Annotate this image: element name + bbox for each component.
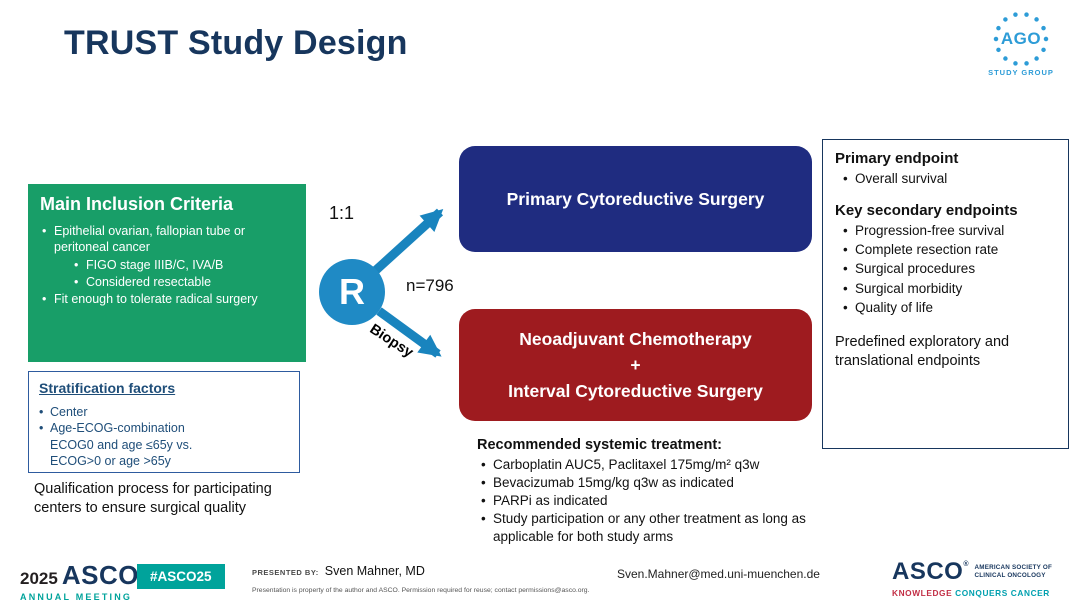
secondary-endpoint-item: Surgical morbidity <box>835 279 1056 298</box>
inclusion-bullet: Epithelial ovarian, fallopian tube or pe… <box>40 223 294 256</box>
presented-by-block: PRESENTED BY: Sven Mahner, MD <box>252 564 425 578</box>
primary-endpoint-item: Overall survival <box>835 169 1056 188</box>
annual-meeting-label: ANNUAL MEETING <box>20 592 133 602</box>
primary-endpoint-title: Primary endpoint <box>835 150 959 167</box>
inclusion-sub-bullet: FIGO stage IIIB/C, IVA/B <box>40 257 294 274</box>
randomization-ratio-label: 1:1 <box>329 203 355 223</box>
secondary-endpoint-item: Surgical procedures <box>835 259 1056 278</box>
asco-society-line2: CLINICAL ONCOLOGY <box>974 572 1046 579</box>
stratification-title: Stratification factors <box>39 380 176 396</box>
asco-wordmark: ASCO <box>892 558 964 585</box>
ago-dotted-ring-icon: AGO <box>992 10 1050 68</box>
qualification-note: Qualification process for participating … <box>34 481 272 516</box>
secondary-endpoints-title: Key secondary endpoints <box>835 202 1018 220</box>
stratification-box: Stratification factors Center Age-ECOG-c… <box>28 371 300 473</box>
neoadjuvant-line2: Interval Cytoreductive Surgery <box>508 381 763 402</box>
asco-tagline-part1: KNOWLEDGE <box>892 588 953 598</box>
secondary-endpoint-item: Complete resection rate <box>835 240 1056 259</box>
arrow-to-primary-surgery <box>371 208 444 275</box>
randomization-circle: R <box>319 259 385 325</box>
biopsy-label: Biopsy <box>366 321 416 362</box>
presenter-email: Sven.Mahner@med.uni-muenchen.de <box>617 567 820 581</box>
inclusion-bullet: Fit enough to tolerate radical surgery <box>40 291 294 308</box>
ago-study-group-logo: AGO STUDY GROUP <box>978 10 1064 77</box>
meeting-asco-wordmark: ASCO <box>61 560 139 590</box>
inclusion-criteria-title: Main Inclusion Criteria <box>40 194 234 214</box>
secondary-endpoint-item: Quality of life <box>835 298 1056 317</box>
stratification-detail: ECOG>0 or age >65y <box>50 453 171 468</box>
presenter-name: Sven Mahner, MD <box>324 564 425 578</box>
footer: 2025 ASCO ® ANNUAL MEETING #ASCO25 PRESE… <box>0 552 1080 608</box>
treatment-item: Study participation or any other treatme… <box>477 510 825 546</box>
sample-size-label: n=796 <box>406 276 454 295</box>
primary-surgery-arm-box: Primary Cytoreductive Surgery <box>459 146 812 252</box>
permission-disclaimer: Presentation is property of the author a… <box>252 587 590 594</box>
treatment-item: Bevacizumab 15mg/kg q3w as indicated <box>477 474 825 492</box>
secondary-endpoint-item: Progression-free survival <box>835 221 1056 240</box>
neoadjuvant-line1: Neoadjuvant Chemotherapy <box>519 328 752 349</box>
presented-by-label: PRESENTED BY: <box>252 568 319 577</box>
inclusion-criteria-box: Main Inclusion Criteria Epithelial ovari… <box>28 184 306 362</box>
meeting-year: 2025 <box>20 569 58 588</box>
neoadjuvant-plus: + <box>630 354 641 375</box>
asco-logo: ASCO ® AMERICAN SOCIETY OF CLINICAL ONCO… <box>892 558 1064 598</box>
treatment-title: Recommended systemic treatment: <box>477 437 722 453</box>
ago-logo-subtitle: STUDY GROUP <box>988 68 1054 77</box>
treatment-item: Carboplatin AUC5, Paclitaxel 175mg/m² q3… <box>477 456 825 474</box>
exploratory-endpoints-note: Predefined exploratory and translational… <box>835 333 1010 369</box>
hashtag-badge: #ASCO25 <box>137 564 225 589</box>
page-title: TRUST Study Design <box>64 24 408 62</box>
asco-tagline: KNOWLEDGE CONQUERS CANCER <box>892 588 1064 598</box>
asco-tagline-part2: CONQUERS CANCER <box>952 588 1050 598</box>
neoadjuvant-arm-box: Neoadjuvant Chemotherapy + Interval Cyto… <box>459 309 812 421</box>
ago-logo-text: AGO <box>1000 29 1042 48</box>
treatment-item: PARPi as indicated <box>477 492 825 510</box>
stratification-detail: ECOG0 and age ≤65y vs. <box>50 437 193 452</box>
systemic-treatment-block: Recommended systemic treatment: Carbopla… <box>477 437 825 546</box>
stratification-item: Center <box>39 404 289 421</box>
asco-annual-meeting-logo: 2025 ASCO ® ANNUAL MEETING <box>20 560 145 602</box>
registered-mark: ® <box>963 561 969 568</box>
inclusion-sub-bullet: Considered resectable <box>40 274 294 291</box>
stratification-item: Age-ECOG-combination <box>39 420 289 437</box>
asco-society-text: AMERICAN SOCIETY OF CLINICAL ONCOLOGY <box>975 564 1053 580</box>
asco-society-line1: AMERICAN SOCIETY OF <box>974 564 1053 572</box>
endpoints-box: Primary endpoint Overall survival Key se… <box>822 139 1069 449</box>
